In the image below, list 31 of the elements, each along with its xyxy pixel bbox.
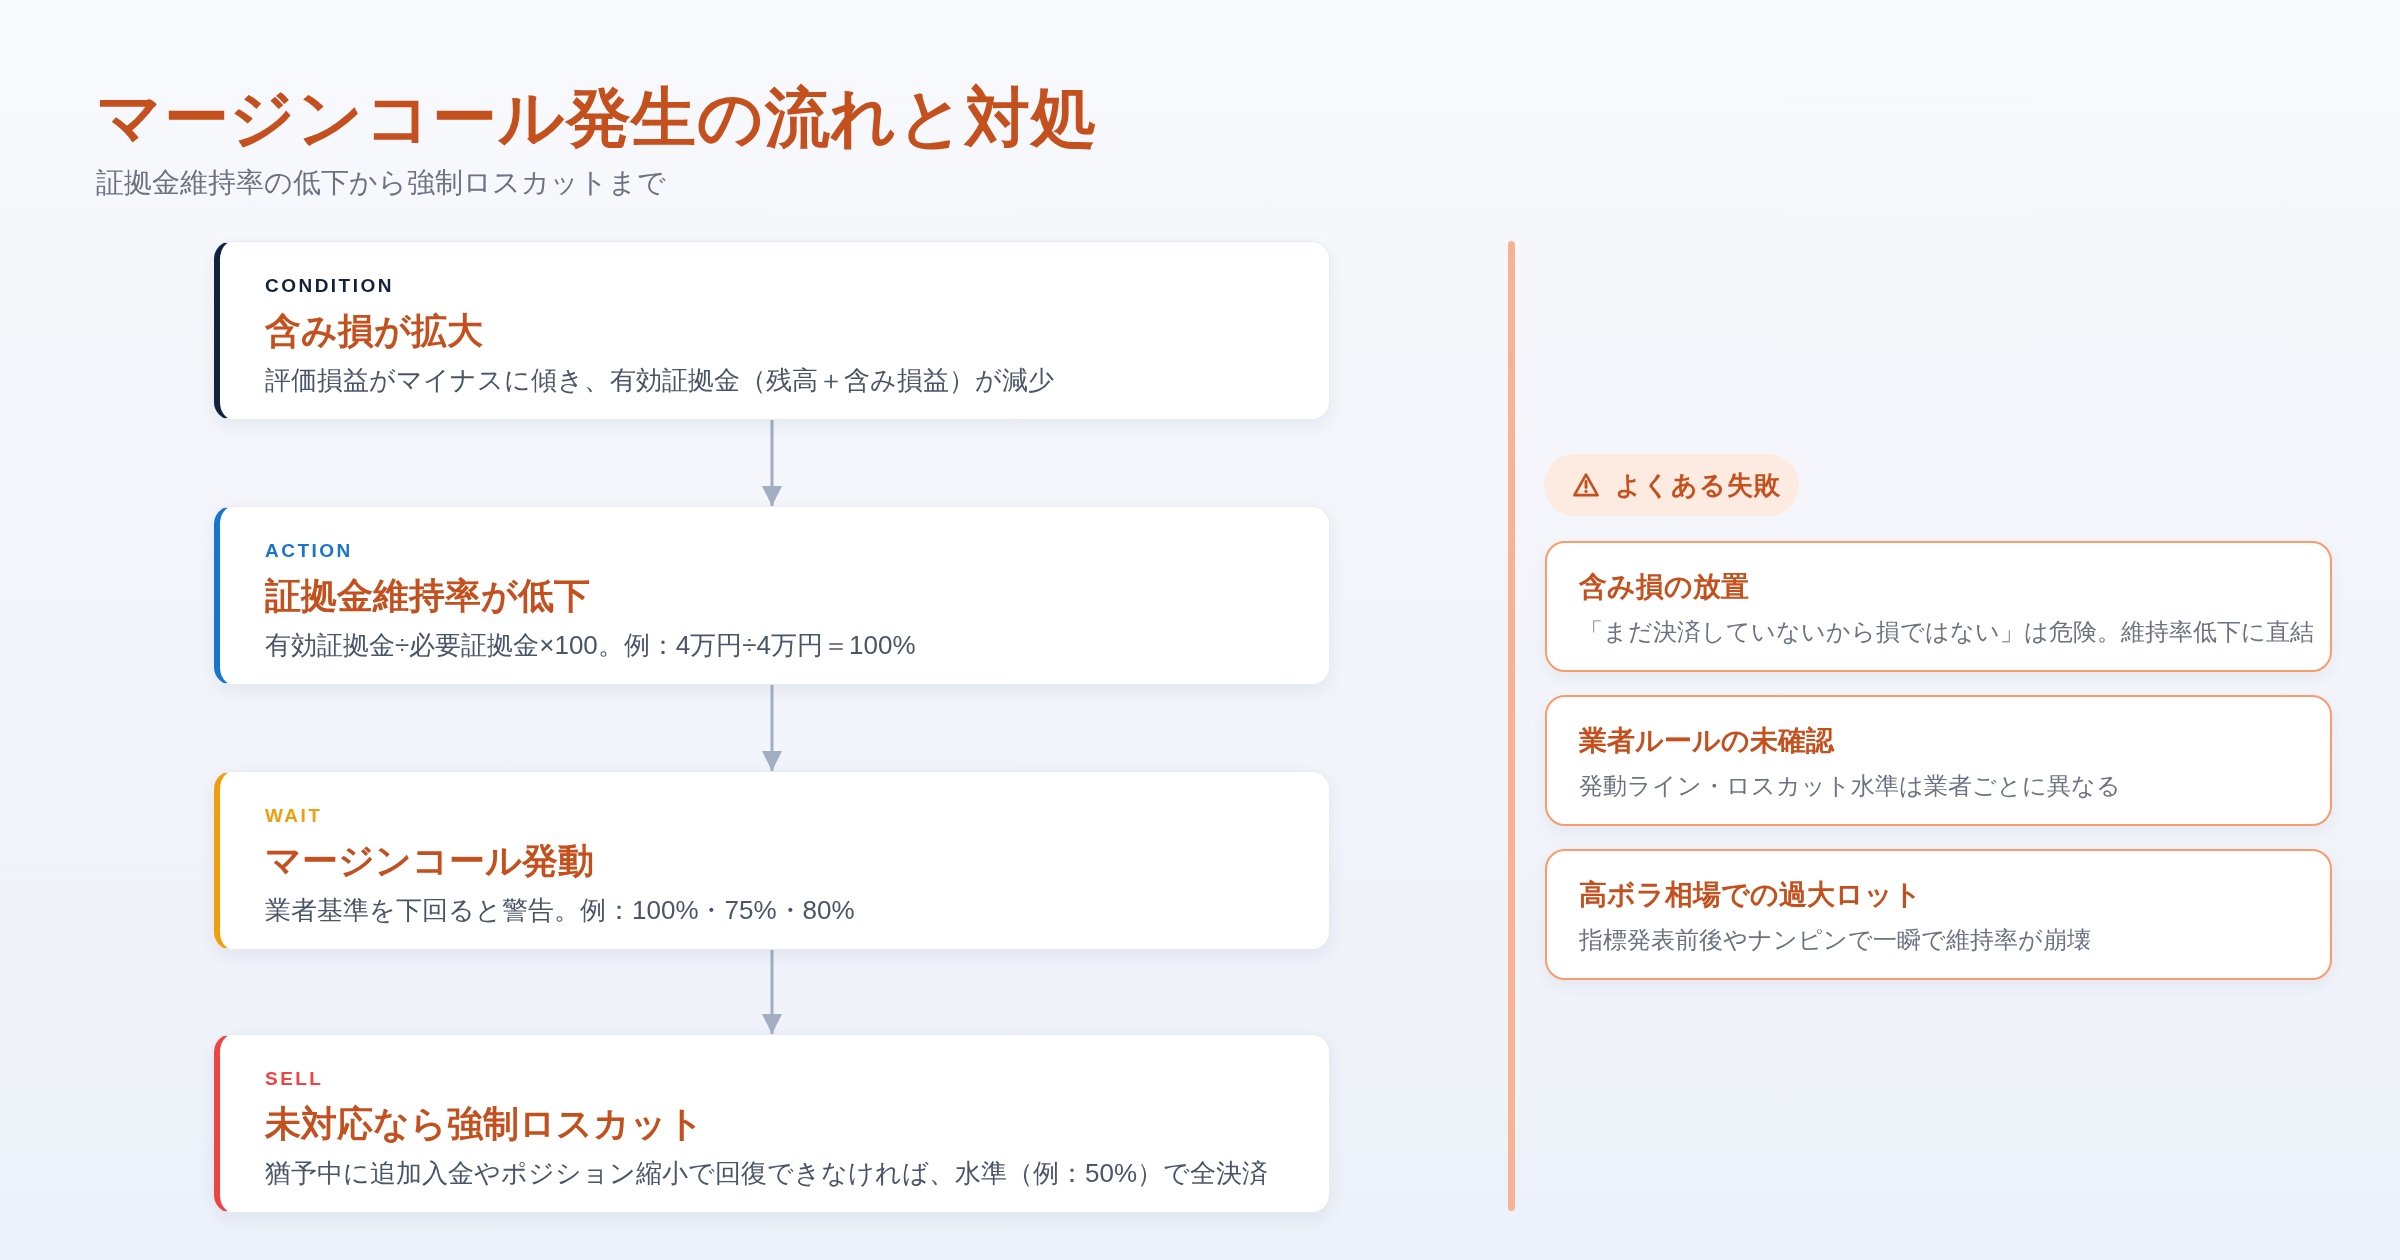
category-label: CONDITION: [265, 274, 394, 298]
mistake-card: [1545, 695, 2332, 826]
step-heading: 含み損が拡大: [265, 309, 483, 353]
mistake-heading: 高ボラ相場での過大ロット: [1579, 878, 1922, 912]
section-heading: よくある失敗: [1615, 469, 1782, 501]
category-label: WAIT: [265, 804, 323, 828]
mistake-card: [1545, 849, 2332, 980]
mistake-description: 発動ライン・ロスカット水準は業者ごとに異なる: [1579, 771, 2121, 801]
mistake-heading: 業者ルールの未確認: [1579, 724, 1834, 758]
subtitle: 証拠金維持率の低下から強制ロスカットまで: [96, 166, 666, 200]
step-description: 有効証拠金÷必要証拠金×100。例：4万円÷4万円＝100%: [265, 629, 916, 661]
category-label: SELL: [265, 1067, 324, 1091]
mistake-description: 指標発表前後やナンピンで一瞬で維持率が崩壊: [1579, 925, 2091, 955]
mistake-heading: 含み損の放置: [1579, 570, 1749, 604]
step-card: [214, 506, 1330, 685]
step-heading: マージンコール発動: [265, 839, 594, 883]
step-description: 猶予中に追加入金やポジション縮小で回復できなければ、水準（例：50%）で全決済: [265, 1157, 1269, 1189]
step-card: [214, 1034, 1330, 1213]
step-card: [214, 771, 1330, 950]
category-label: ACTION: [265, 539, 353, 563]
step-description: 業者基準を下回ると警告。例：100%・75%・80%: [265, 894, 855, 926]
mistake-description: 「まだ決済していないから損ではない」は危険。維持率低下に直結: [1579, 617, 2314, 647]
mistake-card: [1545, 541, 2332, 672]
arrow: [762, 420, 782, 506]
title: マージンコール発生の流れと対処: [96, 80, 1097, 156]
arrow: [762, 950, 782, 1034]
step-card: [214, 241, 1330, 420]
arrow: [762, 685, 782, 771]
step-heading: 未対応なら強制ロスカット: [265, 1102, 704, 1146]
step-heading: 証拠金維持率が低下: [265, 574, 590, 618]
step-description: 評価損益がマイナスに傾き、有効証拠金（残高＋含み損益）が減少: [265, 364, 1054, 396]
